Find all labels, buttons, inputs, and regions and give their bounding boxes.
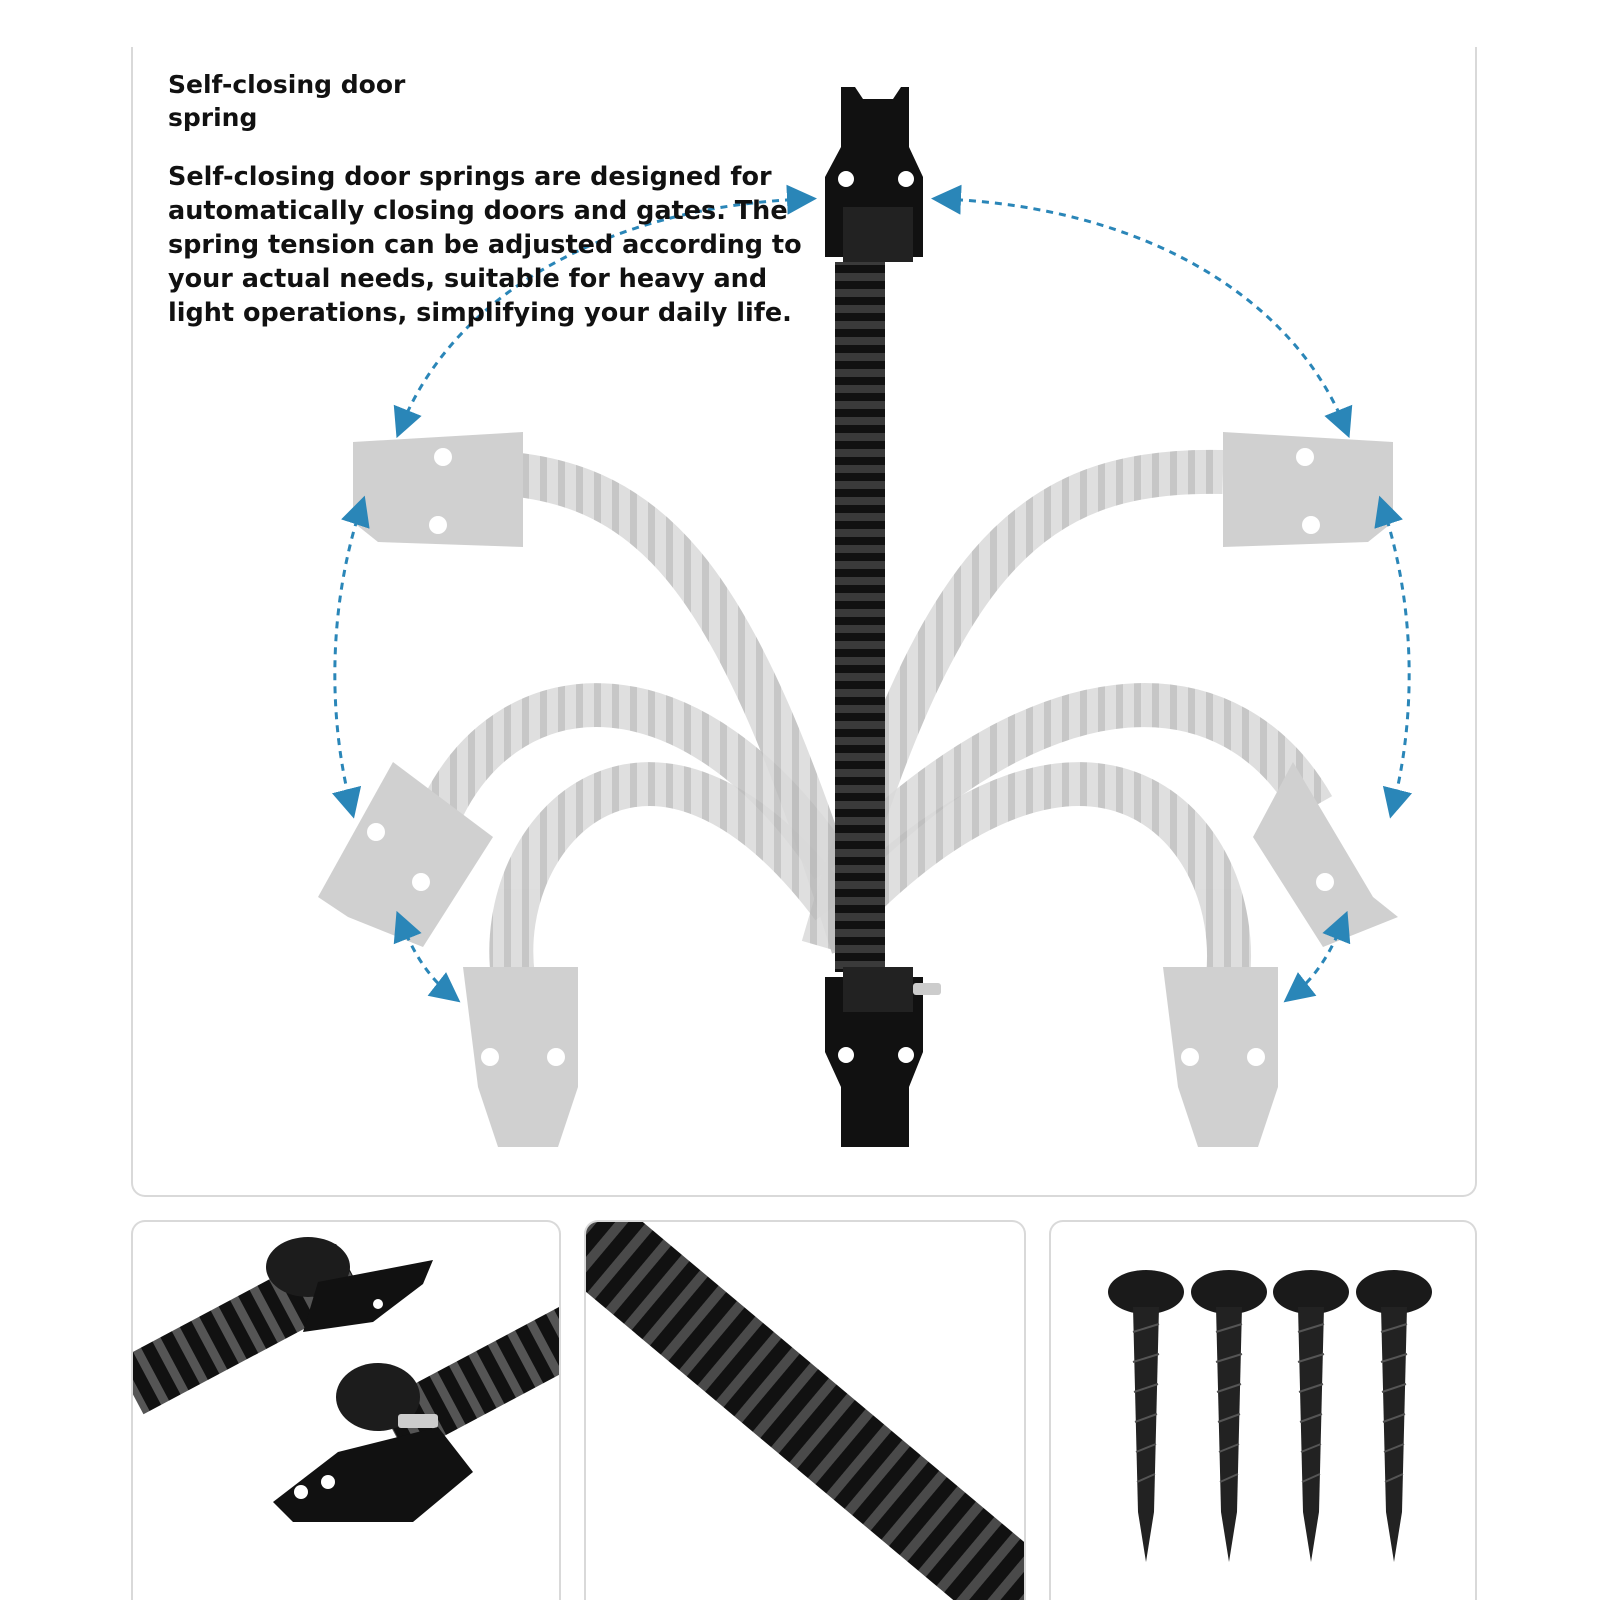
dashed-double-arrow-icon [1283, 910, 1351, 1003]
product-description: Self-closing door springs are designed f… [168, 162, 802, 328]
ghost-spring-bottom-left [463, 762, 851, 1147]
screw-icon [1273, 1270, 1349, 1562]
black-door-spring [825, 87, 941, 1147]
main-illustration-panel [131, 47, 1477, 1197]
detail-panel-coil [584, 1220, 1026, 1600]
ghost-spring-lower-left [318, 683, 852, 947]
ghost-spring-bottom-right [837, 762, 1278, 1147]
screw-icon [1108, 1270, 1184, 1562]
screw-icon [1191, 1270, 1267, 1562]
dashed-double-arrow-icon [332, 495, 370, 819]
dashed-double-arrow-icon [1374, 495, 1412, 819]
detail-panel-screws [1049, 1220, 1477, 1600]
dashed-double-arrow-icon [393, 184, 817, 439]
motion-arrows [332, 184, 1412, 1003]
screw-icon [1356, 1270, 1432, 1562]
spring-motion-diagram [318, 87, 1412, 1147]
ghost-spring-lower-right [827, 683, 1398, 947]
detail-panel-brackets [131, 1220, 561, 1600]
dashed-double-arrow-icon [931, 184, 1353, 439]
page-title: Self-closing door spring [168, 70, 406, 132]
dashed-double-arrow-icon [393, 910, 461, 1003]
bracket-closeup [133, 1237, 559, 1522]
coil-closeup [586, 1222, 1024, 1600]
screws-closeup [1108, 1270, 1432, 1562]
